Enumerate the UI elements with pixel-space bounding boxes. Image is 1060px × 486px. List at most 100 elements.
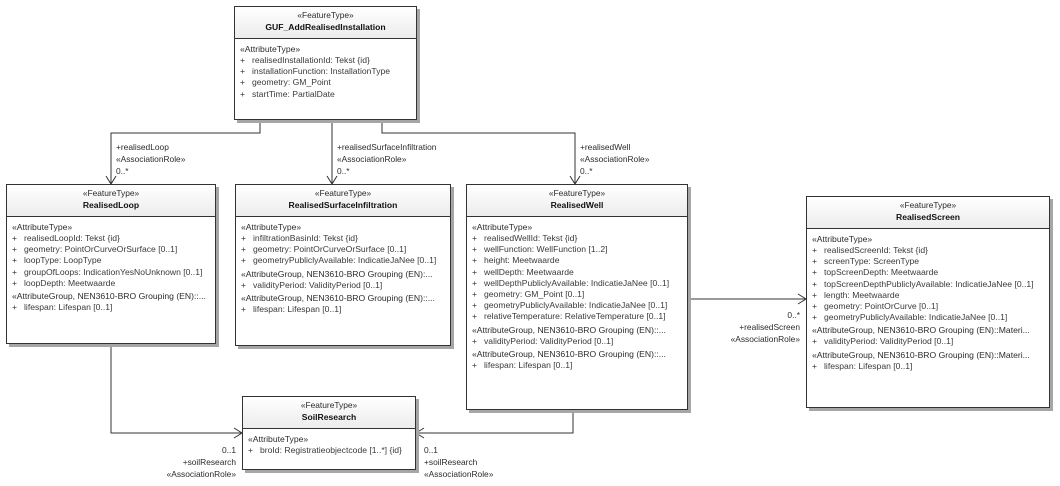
- stereotype-label-realised-well: «AssociationRole»: [580, 154, 650, 164]
- visibility-marker: +: [472, 335, 478, 346]
- class-realised-well[interactable]: «FeatureType» RealisedWell «AttributeTyp…: [466, 184, 688, 410]
- visibility-marker: +: [472, 233, 478, 243]
- attribute-text: wellDepthPubliclyAvailable: IndicatieJaN…: [484, 277, 670, 288]
- attribute-row: +geometryPubliclyAvailable: IndicatieJaN…: [241, 255, 447, 266]
- visibility-marker: +: [472, 311, 478, 322]
- attribute-text: startTime: PartialDate: [252, 88, 335, 99]
- class-soil-research[interactable]: «FeatureType» SoilResearch «AttributeTyp…: [242, 396, 416, 470]
- attribute-row: + groupOfLoops: IndicationYesNoUnknown [0…: [12, 267, 212, 278]
- class-name: GUF_AddRealisedInstallation: [265, 22, 386, 32]
- attribute-text: lifespan: Lifespan [0..1]: [824, 360, 913, 371]
- visibility-marker: +: [240, 88, 246, 99]
- attribute-text: broId: Registratieobjectcode [1..*] {id}: [260, 445, 402, 455]
- attribute-text: wellFunction: WellFunction [1..2]: [484, 244, 608, 255]
- stereotype-label: «FeatureType»: [314, 188, 372, 198]
- stereotype-label: «FeatureType»: [899, 200, 957, 210]
- class-realised-screen[interactable]: «FeatureType» RealisedScreen «AttributeT…: [806, 196, 1050, 408]
- attribute-row: +broId: Registratieobjectcode [1..*] {id…: [248, 445, 412, 456]
- attribute-row: + geometry: GM_Point: [240, 77, 413, 88]
- attribute-text: validityPeriod: ValidityPeriod [0..1]: [484, 335, 614, 346]
- attribute-text: geometryPubliclyAvailable: IndicatieJaNe…: [824, 312, 1008, 323]
- attribute-row: + validityPeriod: ValidityPeriod [0..1]: [472, 336, 684, 347]
- attribute-row: + wellDepth: Meetwaarde: [472, 267, 684, 278]
- visibility-marker: +: [472, 289, 478, 300]
- attribute-row: +loopDepth: Meetwaarde: [12, 278, 212, 289]
- attribute-row: + geometry: PointOrCurve [0..1]: [812, 301, 1046, 312]
- class-realised-surface-infiltration[interactable]: «FeatureType» RealisedSurfaceInfiltratio…: [235, 184, 451, 346]
- visibility-marker: +: [812, 256, 818, 267]
- visibility-marker: +: [472, 255, 478, 266]
- attribute-row: +validityPeriod: ValidityPeriod [0..1]: [812, 336, 1046, 347]
- attribute-section-title: «AttributeType»: [248, 434, 309, 444]
- attribute-row: +realisedInstallationId: Tekst {id}: [240, 55, 413, 66]
- stereotype-label: «FeatureType»: [300, 400, 358, 410]
- visibility-marker: +: [472, 277, 478, 288]
- attribute-text: topScreenDepthPubliclyAvailable: Indicat…: [824, 278, 1034, 289]
- attribute-text: geometry: GM_Point: [252, 77, 331, 88]
- attribute-row: +validityPeriod: ValidityPeriod [0..1]: [241, 280, 447, 291]
- role-label-soil-research-left: +soilResearch: [182, 457, 236, 467]
- visibility-marker: +: [241, 303, 247, 314]
- visibility-marker: +: [12, 302, 18, 313]
- attribute-row: +realisedLoopId: Tekst {id}: [12, 233, 212, 244]
- attribute-row: + geometryPubliclyAvailable: IndicatieJaN…: [812, 312, 1046, 323]
- class-guf-add-realised-installation[interactable]: «FeatureType» GUF_AddRealisedInstallatio…: [234, 6, 417, 120]
- attribute-text: geometry: GM_Point [0..1]: [484, 289, 585, 300]
- visibility-marker: +: [812, 360, 818, 371]
- multiplicity-realised-surface-infiltration: 0..*: [337, 166, 350, 176]
- attribute-text: wellDepth: Meetwaarde: [484, 266, 574, 277]
- attribute-section-title: «AttributeType»: [12, 222, 73, 232]
- attribute-row: + lifespan: Lifespan [0..1]: [812, 361, 1046, 372]
- attribute-row: + geometry: GM_Point [0..1]: [472, 289, 684, 300]
- visibility-marker: +: [241, 244, 247, 255]
- attribute-text: topScreenDepth: Meetwaarde: [824, 267, 939, 278]
- visibility-marker: +: [12, 244, 18, 255]
- class-header: «FeatureType» RealisedScreen: [807, 197, 1049, 229]
- multiplicity-realised-loop: 0..*: [116, 166, 129, 176]
- visibility-marker: +: [240, 55, 246, 65]
- attribute-text: geometry: PointOrCurveOrSurface [0..1]: [253, 244, 407, 255]
- attribute-row: +loopType: LoopType: [12, 255, 212, 266]
- association-line-loop: [110, 120, 261, 184]
- attribute-row: + geometry: PointOrCurveOrSurface [0..1]: [241, 244, 447, 255]
- multiplicity-realised-screen: 0..*: [787, 310, 800, 320]
- attribute-section-title: «AttributeType»: [812, 234, 873, 244]
- class-name: RealisedSurfaceInfiltration: [288, 200, 398, 210]
- association-line-soil-left: [110, 344, 242, 434]
- multiplicity-soil-research-left: 0..1: [222, 445, 236, 455]
- class-name: RealisedWell: [550, 200, 604, 210]
- visibility-marker: +: [472, 266, 478, 277]
- role-label-realised-screen: +realisedScreen: [739, 322, 800, 332]
- visibility-marker: +: [240, 77, 246, 88]
- visibility-marker: +: [241, 255, 247, 266]
- attribute-text: realisedLoopId: Tekst {id}: [24, 233, 120, 243]
- class-header: «FeatureType» RealisedWell: [467, 185, 687, 217]
- stereotype-label: «FeatureType»: [297, 10, 354, 20]
- multiplicity-soil-research-right: 0..1: [424, 445, 438, 455]
- visibility-marker: +: [812, 336, 818, 347]
- attribute-row: +geometryPubliclyAvailable: IndicatieJaN…: [472, 300, 684, 311]
- attribute-text: geometry: PointOrCurve [0..1]: [824, 301, 939, 312]
- attribute-group-title: «AttributeGroup, NEN3610-BRO Grouping (E…: [12, 291, 206, 302]
- attribute-text: realisedScreenId: Tekst {id}: [824, 245, 928, 255]
- visibility-marker: +: [12, 255, 18, 266]
- attribute-text: groupOfLoops: IndicationYesNoUnknown [0.…: [24, 266, 203, 277]
- attribute-row: +lifespan: Lifespan [0..1]: [472, 360, 684, 371]
- attribute-text: screenType: ScreenType: [824, 256, 920, 267]
- attribute-group-title: «AttributeGroup, NEN3610-BRO Grouping (E…: [241, 268, 433, 279]
- attribute-row: +length: Meetwaarde: [812, 290, 1046, 301]
- visibility-marker: +: [812, 301, 818, 312]
- arrowhead-soil-right: [415, 427, 425, 439]
- attribute-group-title: «AttributeGroup, NEN3610-BRO Grouping (E…: [472, 324, 666, 335]
- attribute-text: geometry: PointOrCurveOrSurface [0..1]: [24, 244, 178, 255]
- class-name: RealisedScreen: [895, 212, 960, 222]
- visibility-marker: +: [12, 266, 18, 277]
- attribute-text: relativeTemperature: RelativeTemperature…: [484, 311, 666, 322]
- visibility-marker: +: [812, 312, 818, 323]
- visibility-marker: +: [241, 233, 247, 243]
- attribute-row: +height: Meetwaarde: [472, 255, 684, 266]
- visibility-marker: +: [812, 278, 818, 289]
- class-header: «FeatureType» RealisedLoop: [7, 185, 215, 217]
- class-realised-loop[interactable]: «FeatureType» RealisedLoop «AttributeTyp…: [6, 184, 216, 344]
- attribute-section: «AttributeType» +broId: Registratieobjec…: [243, 429, 415, 456]
